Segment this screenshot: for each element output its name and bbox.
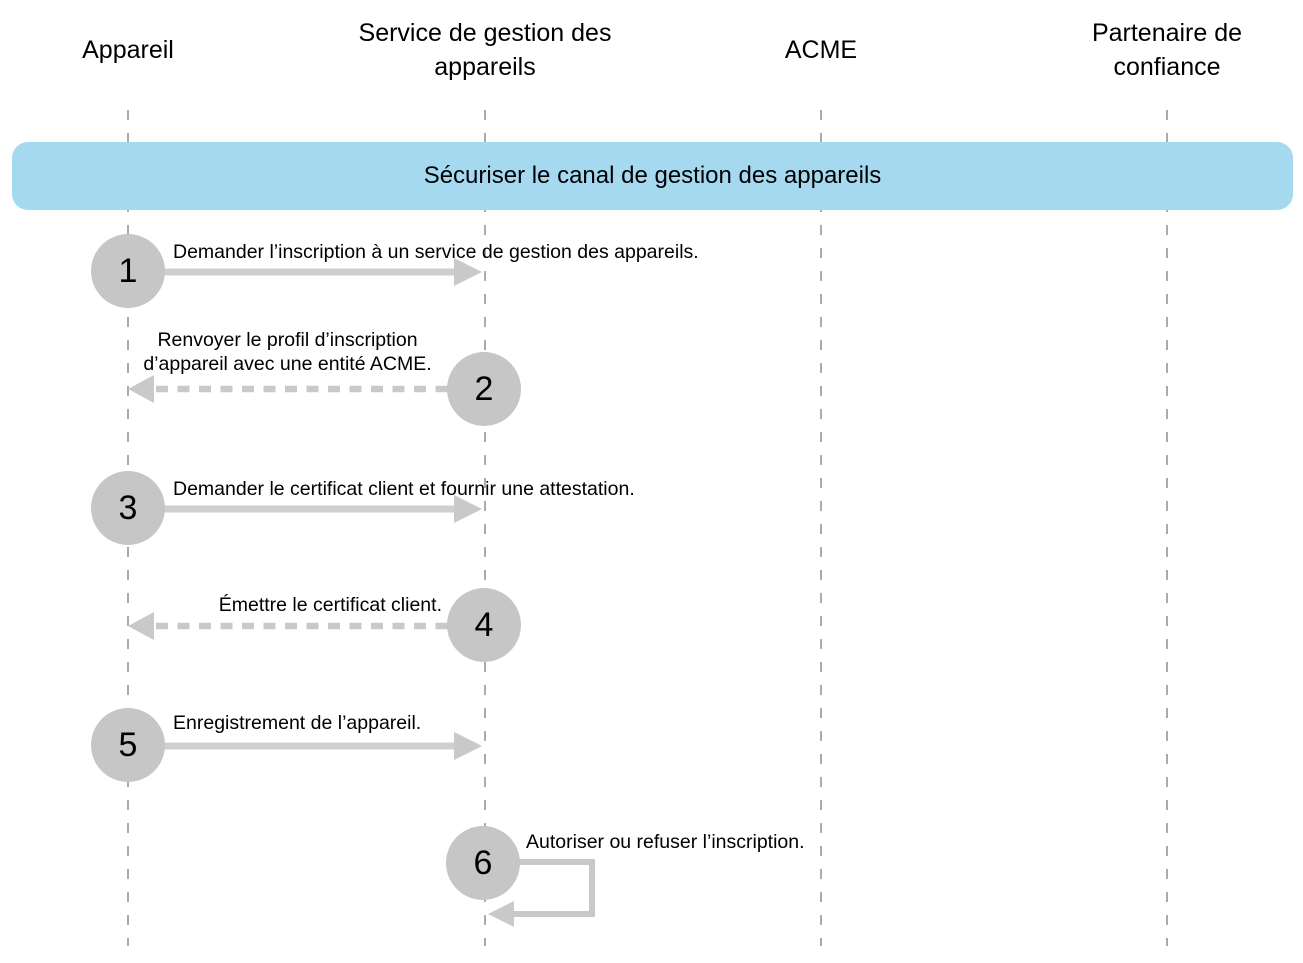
lifeline-service-gestion <box>484 110 486 946</box>
step-6-self-loop-arrow <box>488 859 595 927</box>
lifeline-partenaire <box>1166 110 1168 946</box>
step-2-label: Renvoyer le profil d’inscription d’appar… <box>143 329 432 375</box>
step-1-number: 1 <box>91 234 165 308</box>
step-1-arrow-right <box>164 258 482 286</box>
step-4-arrow-left <box>128 612 452 640</box>
lifeline-acme <box>820 110 822 946</box>
secure-channel-banner: Sécuriser le canal de gestion des appare… <box>12 142 1293 210</box>
step-4-label: Émettre le certificat client. <box>218 594 442 616</box>
step-4-number: 4 <box>447 588 521 662</box>
actor-acme: ACME <box>784 36 858 64</box>
actor-appareil: Appareil <box>82 36 174 64</box>
step-5-number: 5 <box>91 708 165 782</box>
step-2-number: 2 <box>447 352 521 426</box>
step-1-label: Demander l’inscription à un service de g… <box>173 241 699 263</box>
step-2-arrow-left <box>128 375 452 403</box>
step-3-label: Demander le certificat client et fournir… <box>173 478 635 500</box>
step-3-number: 3 <box>91 471 165 545</box>
step-5-label: Enregistrement de l’appareil. <box>173 712 422 734</box>
step-3-arrow-right <box>164 495 482 523</box>
step-5-arrow-right <box>164 732 482 760</box>
step-6-number: 6 <box>446 826 520 900</box>
actor-partenaire: Partenaire de confiance <box>1091 19 1243 81</box>
actor-service-gestion: Service de gestion des appareils <box>358 19 612 81</box>
step-6-label: Autoriser ou refuser l’inscription. <box>526 831 805 853</box>
